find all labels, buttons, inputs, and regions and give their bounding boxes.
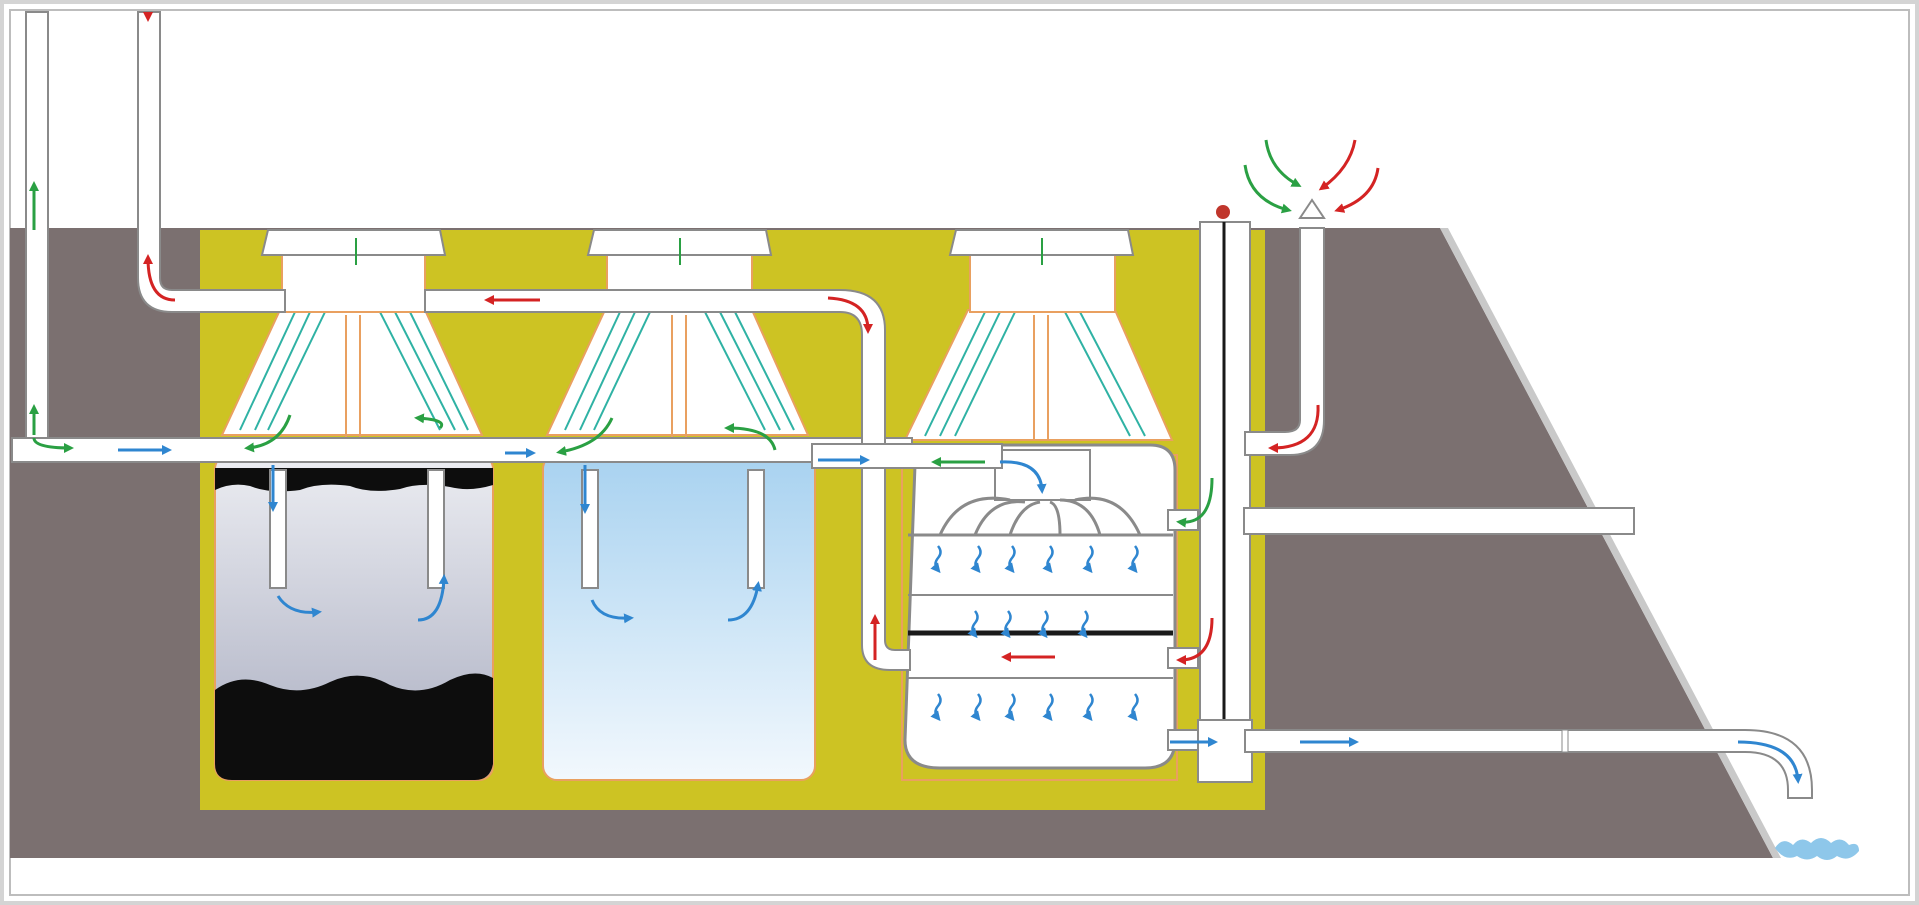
biofilter-spray-arms [938, 496, 1142, 536]
biofilter-drip-arrow [1127, 693, 1139, 722]
biofilter-outlet-stub [1167, 729, 1199, 751]
biofilter-drip-arrow [1000, 610, 1012, 639]
biofilter-chamber-3 [901, 229, 1199, 781]
chamber-2-dip-pipe-right [747, 469, 765, 589]
exhaust-gas-arrow [1334, 167, 1380, 213]
biofilter-drip-arrow [1082, 545, 1094, 574]
ventilation-stack-left [25, 11, 49, 443]
biofilter-drip-arrow [1042, 545, 1054, 574]
exhaust-gas-arrow [1318, 139, 1357, 191]
soil-edge-highlight [1440, 228, 1781, 858]
wastewater-flow-arrow [590, 599, 634, 624]
chamber-1-dip-pipe-right [427, 469, 445, 589]
sampling-shaft-base [1197, 719, 1253, 783]
fresh-air-arrow [1264, 139, 1302, 187]
overflow-pipe [1243, 507, 1635, 535]
biofilter-drip-arrow [930, 545, 942, 574]
settling-chamber-2 [542, 229, 816, 781]
wastewater-flow-arrow [417, 574, 449, 622]
fresh-air-arrow [1243, 164, 1292, 214]
air-vent-stack [1244, 227, 1325, 456]
biofilter-drip-arrow [1077, 610, 1089, 639]
flow-arrows [29, 12, 1803, 784]
biofilter-drip-arrow [1127, 545, 1139, 574]
wastewater-flow-arrow [727, 581, 762, 622]
biofilter-drip-arrow [1042, 693, 1054, 722]
gas-return-pipe [424, 289, 911, 671]
exhaust-gas-arrow [1268, 404, 1320, 453]
pipework [11, 11, 1859, 860]
biofilter-drip-arrow [970, 545, 982, 574]
outlet-pipe [1244, 729, 1813, 799]
fresh-air-arrow [244, 414, 292, 453]
fresh-air-arrow [32, 437, 74, 453]
biofilter-drip-arrow [1082, 693, 1094, 722]
exhaust-gas-arrow [143, 254, 176, 302]
biofilter-downflow-arrows [930, 545, 1139, 722]
exhaust-gas-arrow [1176, 617, 1214, 665]
biofilter-distribution-box [994, 449, 1091, 501]
wastewater-flow-arrow [1737, 740, 1803, 784]
fresh-air-arrow [724, 423, 777, 451]
septic-chamber-1 [214, 229, 494, 781]
biofilter-drip-arrow [1004, 693, 1016, 722]
fresh-air-arrow [1176, 477, 1214, 528]
valve-knob [1216, 205, 1230, 219]
biofilter-drip-arrow [1037, 610, 1049, 639]
wastewater-flow-arrow [999, 460, 1047, 494]
exhaust-gas-arrow [827, 296, 873, 334]
wastewater-flow-arrow [276, 595, 322, 618]
chamber-1-sludge-layer [215, 673, 493, 780]
biofilter-drip-arrow [1004, 545, 1016, 574]
fresh-air-arrow [414, 413, 444, 430]
discharge-water [1775, 838, 1859, 860]
biofilter-drip-arrow [970, 693, 982, 722]
biofilter-drip-arrow [930, 693, 942, 722]
biofilter-drip-arrow [967, 610, 979, 639]
air-vent-cap [1298, 198, 1326, 219]
chamber-1-manhole-cover [260, 229, 447, 256]
fresh-air-arrow [556, 417, 614, 456]
chamber-2-to-3-pipe [811, 443, 1003, 469]
